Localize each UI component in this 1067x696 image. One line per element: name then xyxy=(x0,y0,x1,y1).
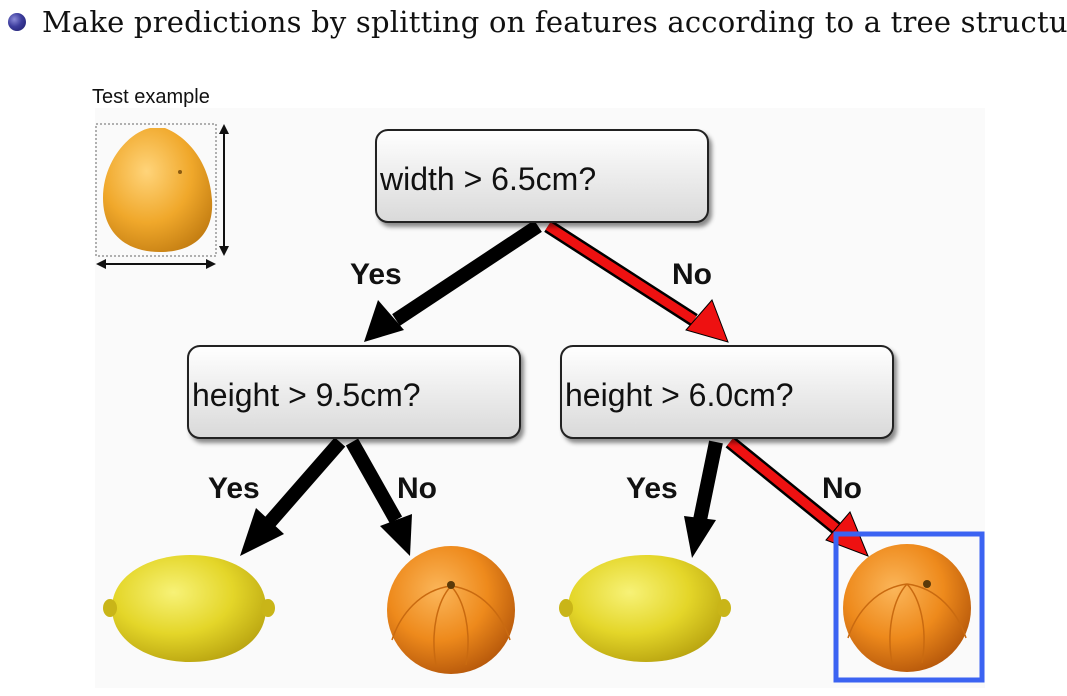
test-fruit-icon xyxy=(103,128,213,252)
left-question: height > 9.5cm? xyxy=(192,377,421,413)
leaf-orange-2 xyxy=(843,544,971,672)
test-example-frame xyxy=(95,123,217,257)
edge-label-left-yes: Yes xyxy=(208,472,260,505)
edge-label-left-no: No xyxy=(397,472,437,505)
edge-left-yes xyxy=(240,437,346,556)
right-question: height > 6.0cm? xyxy=(565,377,794,413)
orange-icon xyxy=(387,546,515,674)
root-question: width > 6.5cm? xyxy=(379,161,596,197)
edge-root-no xyxy=(544,220,729,343)
orange-icon xyxy=(843,544,971,672)
prediction-highlight-box xyxy=(833,531,985,683)
intro-bullet: Make predictions by splitting on feature… xyxy=(8,2,1067,42)
test-example-label: Test example xyxy=(92,86,210,108)
leaf-orange-1 xyxy=(387,546,515,674)
test-example-fruit xyxy=(95,123,229,269)
edge-label-right-no: No xyxy=(822,472,862,505)
left-node: height > 9.5cm? xyxy=(187,345,521,439)
bullet-icon xyxy=(8,13,26,31)
edge-label-root-yes: Yes xyxy=(350,258,402,291)
lemon-icon xyxy=(112,555,266,662)
leaf-lemon-1 xyxy=(103,555,275,662)
edge-label-root-no: No xyxy=(672,258,712,291)
edge-label-right-yes: Yes xyxy=(626,472,678,505)
edge-right-yes xyxy=(684,440,723,558)
root-node: width > 6.5cm? xyxy=(375,129,709,223)
intro-text: Make predictions by splitting on feature… xyxy=(42,5,1067,39)
edge-root-yes xyxy=(364,220,542,342)
edge-left-no xyxy=(345,438,412,556)
right-node: height > 6.0cm? xyxy=(560,345,894,439)
leaf-lemon-2 xyxy=(559,555,731,662)
lemon-icon xyxy=(568,555,722,662)
